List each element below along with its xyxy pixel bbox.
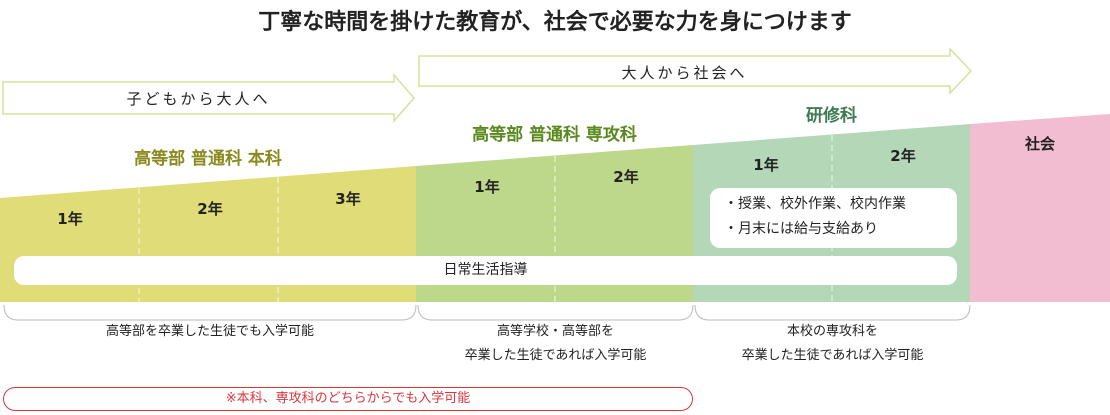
- section-title-honka: 高等部 普通科 本科: [134, 149, 282, 169]
- band-society: [970, 114, 1110, 302]
- note-line: 卒業した生徒であれば入学可能: [464, 348, 647, 363]
- year-label: 2年: [890, 147, 916, 165]
- note-kenshuka: 本校の専攻科を 卒業した生徒であれば入学可能: [695, 320, 970, 368]
- braces: [3, 304, 971, 321]
- year-label: 1年: [474, 178, 500, 196]
- kenshuka-details-box: ・授業、校外作業、校内作業 ・月末には給与支給あり: [710, 188, 957, 248]
- note-line: 本校の専攻科を: [786, 324, 878, 339]
- year-label: 2年: [197, 200, 223, 218]
- diagram-title: 丁寧な時間を掛けた教育が、社会で必要な力を身につけます: [258, 10, 852, 35]
- arrow-child-to-adult: [2, 72, 415, 124]
- arrow-adult-to-society: [418, 47, 973, 95]
- section-title-senkoka: 高等部 普通科 専攻科: [472, 125, 637, 145]
- year-label: 2年: [613, 168, 639, 186]
- note-line: 高等学校・高等部を: [496, 324, 614, 339]
- section-title-kenshuka: 研修科: [806, 106, 857, 126]
- section-title-society: 社会: [1024, 135, 1055, 153]
- daily-guidance-bar: 日常生活指導: [14, 256, 957, 285]
- year-label: 3年: [335, 190, 361, 208]
- arrow-label-adult-to-society: 大人から社会へ: [621, 64, 748, 82]
- year-label: 1年: [753, 156, 779, 174]
- detail-item: ・授業、校外作業、校内作業: [724, 196, 906, 212]
- detail-item: ・月末には給与支給あり: [724, 221, 878, 237]
- arrow-label-child-to-adult: 子どもから大人へ: [126, 90, 271, 108]
- note-honka: 高等部を卒業した生徒でも入学可能: [105, 324, 314, 339]
- year-label: 1年: [57, 210, 83, 228]
- footnote-box: ※本科、専攻科のどちらからでも入学可能: [3, 387, 693, 411]
- note-senkoka: 高等学校・高等部を 卒業した生徒であれば入学可能: [418, 320, 693, 368]
- note-line: 卒業した生徒であれば入学可能: [741, 348, 924, 363]
